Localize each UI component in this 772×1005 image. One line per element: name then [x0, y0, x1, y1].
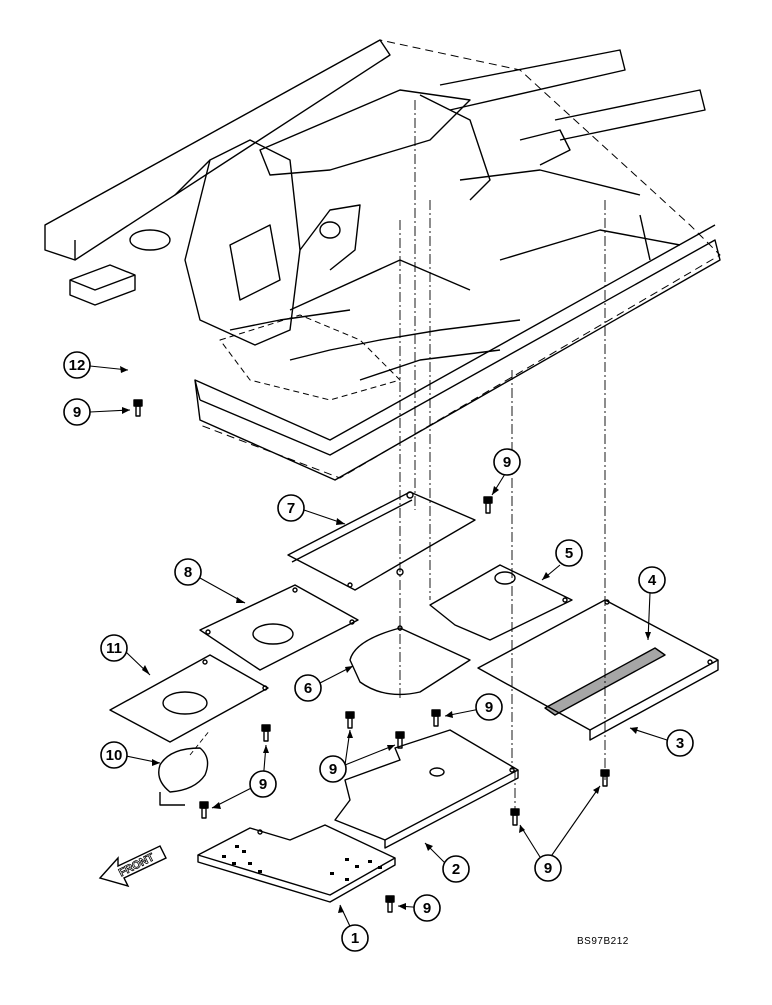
svg-text:8: 8	[184, 564, 192, 581]
cover-10[interactable]	[158, 729, 211, 806]
cover-plate-6[interactable]	[349, 625, 471, 696]
callout-8[interactable]: 8	[174, 558, 202, 586]
callout-10[interactable]: 10	[100, 741, 128, 769]
callout-3[interactable]: 3	[666, 729, 694, 757]
drawing-reference-code: BS97B212	[577, 936, 629, 947]
svg-text:9: 9	[329, 761, 337, 778]
bolt-icon	[261, 724, 271, 742]
svg-text:3: 3	[676, 735, 684, 752]
svg-text:9: 9	[423, 900, 431, 917]
cover-plate-3[interactable]	[477, 599, 719, 741]
svg-text:10: 10	[106, 747, 123, 764]
cover-plate-7[interactable]	[287, 491, 476, 591]
callout-11[interactable]: 11	[100, 634, 128, 662]
bolt-icon	[483, 496, 493, 514]
front-direction-arrow: FRONT	[98, 845, 167, 888]
bolt-icon	[510, 808, 520, 826]
svg-text:11: 11	[106, 640, 122, 657]
bolt-icon	[345, 711, 355, 729]
callout-9[interactable]: 9	[534, 854, 562, 882]
svg-text:9: 9	[259, 776, 267, 793]
svg-text:1: 1	[351, 930, 359, 947]
svg-text:9: 9	[503, 454, 511, 471]
svg-text:2: 2	[452, 861, 460, 878]
cover-plate-8[interactable]	[199, 584, 359, 671]
callout-9[interactable]: 9	[413, 894, 441, 922]
callout-4[interactable]: 4	[638, 566, 666, 594]
svg-text:12: 12	[69, 357, 86, 374]
bolt-icon	[395, 731, 405, 749]
callout-9[interactable]: 9	[319, 755, 347, 783]
callout-7[interactable]: 7	[277, 494, 305, 522]
cover-plate-1[interactable]	[197, 824, 396, 903]
svg-text:9: 9	[73, 404, 81, 421]
bolt-icon	[385, 895, 395, 913]
callout-9[interactable]: 9	[63, 398, 91, 426]
cover-plate-2[interactable]	[334, 729, 519, 849]
bolt-icon	[133, 399, 143, 417]
alignment-lines	[399, 100, 606, 810]
svg-text:9: 9	[544, 860, 552, 877]
svg-text:5: 5	[565, 545, 573, 562]
svg-text:6: 6	[304, 680, 312, 697]
callout-9[interactable]: 9	[493, 448, 521, 476]
callout-6[interactable]: 6	[294, 674, 322, 702]
callout-5[interactable]: 5	[555, 539, 583, 567]
plate-1-holes	[222, 845, 382, 881]
cover-plate-11[interactable]	[109, 654, 269, 743]
bolts	[133, 399, 610, 913]
callout-bubbles: 12 9 7 9 8 5 4 11	[63, 351, 694, 952]
svg-text:7: 7	[287, 500, 295, 517]
bolt-icon	[431, 709, 441, 727]
callout-2[interactable]: 2	[442, 855, 470, 883]
upper-frame	[44, 39, 721, 481]
callout-12[interactable]: 12	[63, 351, 91, 379]
callout-9[interactable]: 9	[475, 693, 503, 721]
leader-arrowheads	[120, 366, 651, 913]
svg-text:9: 9	[485, 699, 493, 716]
bolt-icon	[199, 801, 209, 819]
svg-text:4: 4	[648, 572, 657, 589]
cover-plate-5[interactable]	[429, 564, 573, 641]
callout-1[interactable]: 1	[341, 924, 369, 952]
callout-9[interactable]: 9	[249, 770, 277, 798]
bolt-icon	[600, 769, 610, 787]
leader-lines	[89, 365, 668, 938]
